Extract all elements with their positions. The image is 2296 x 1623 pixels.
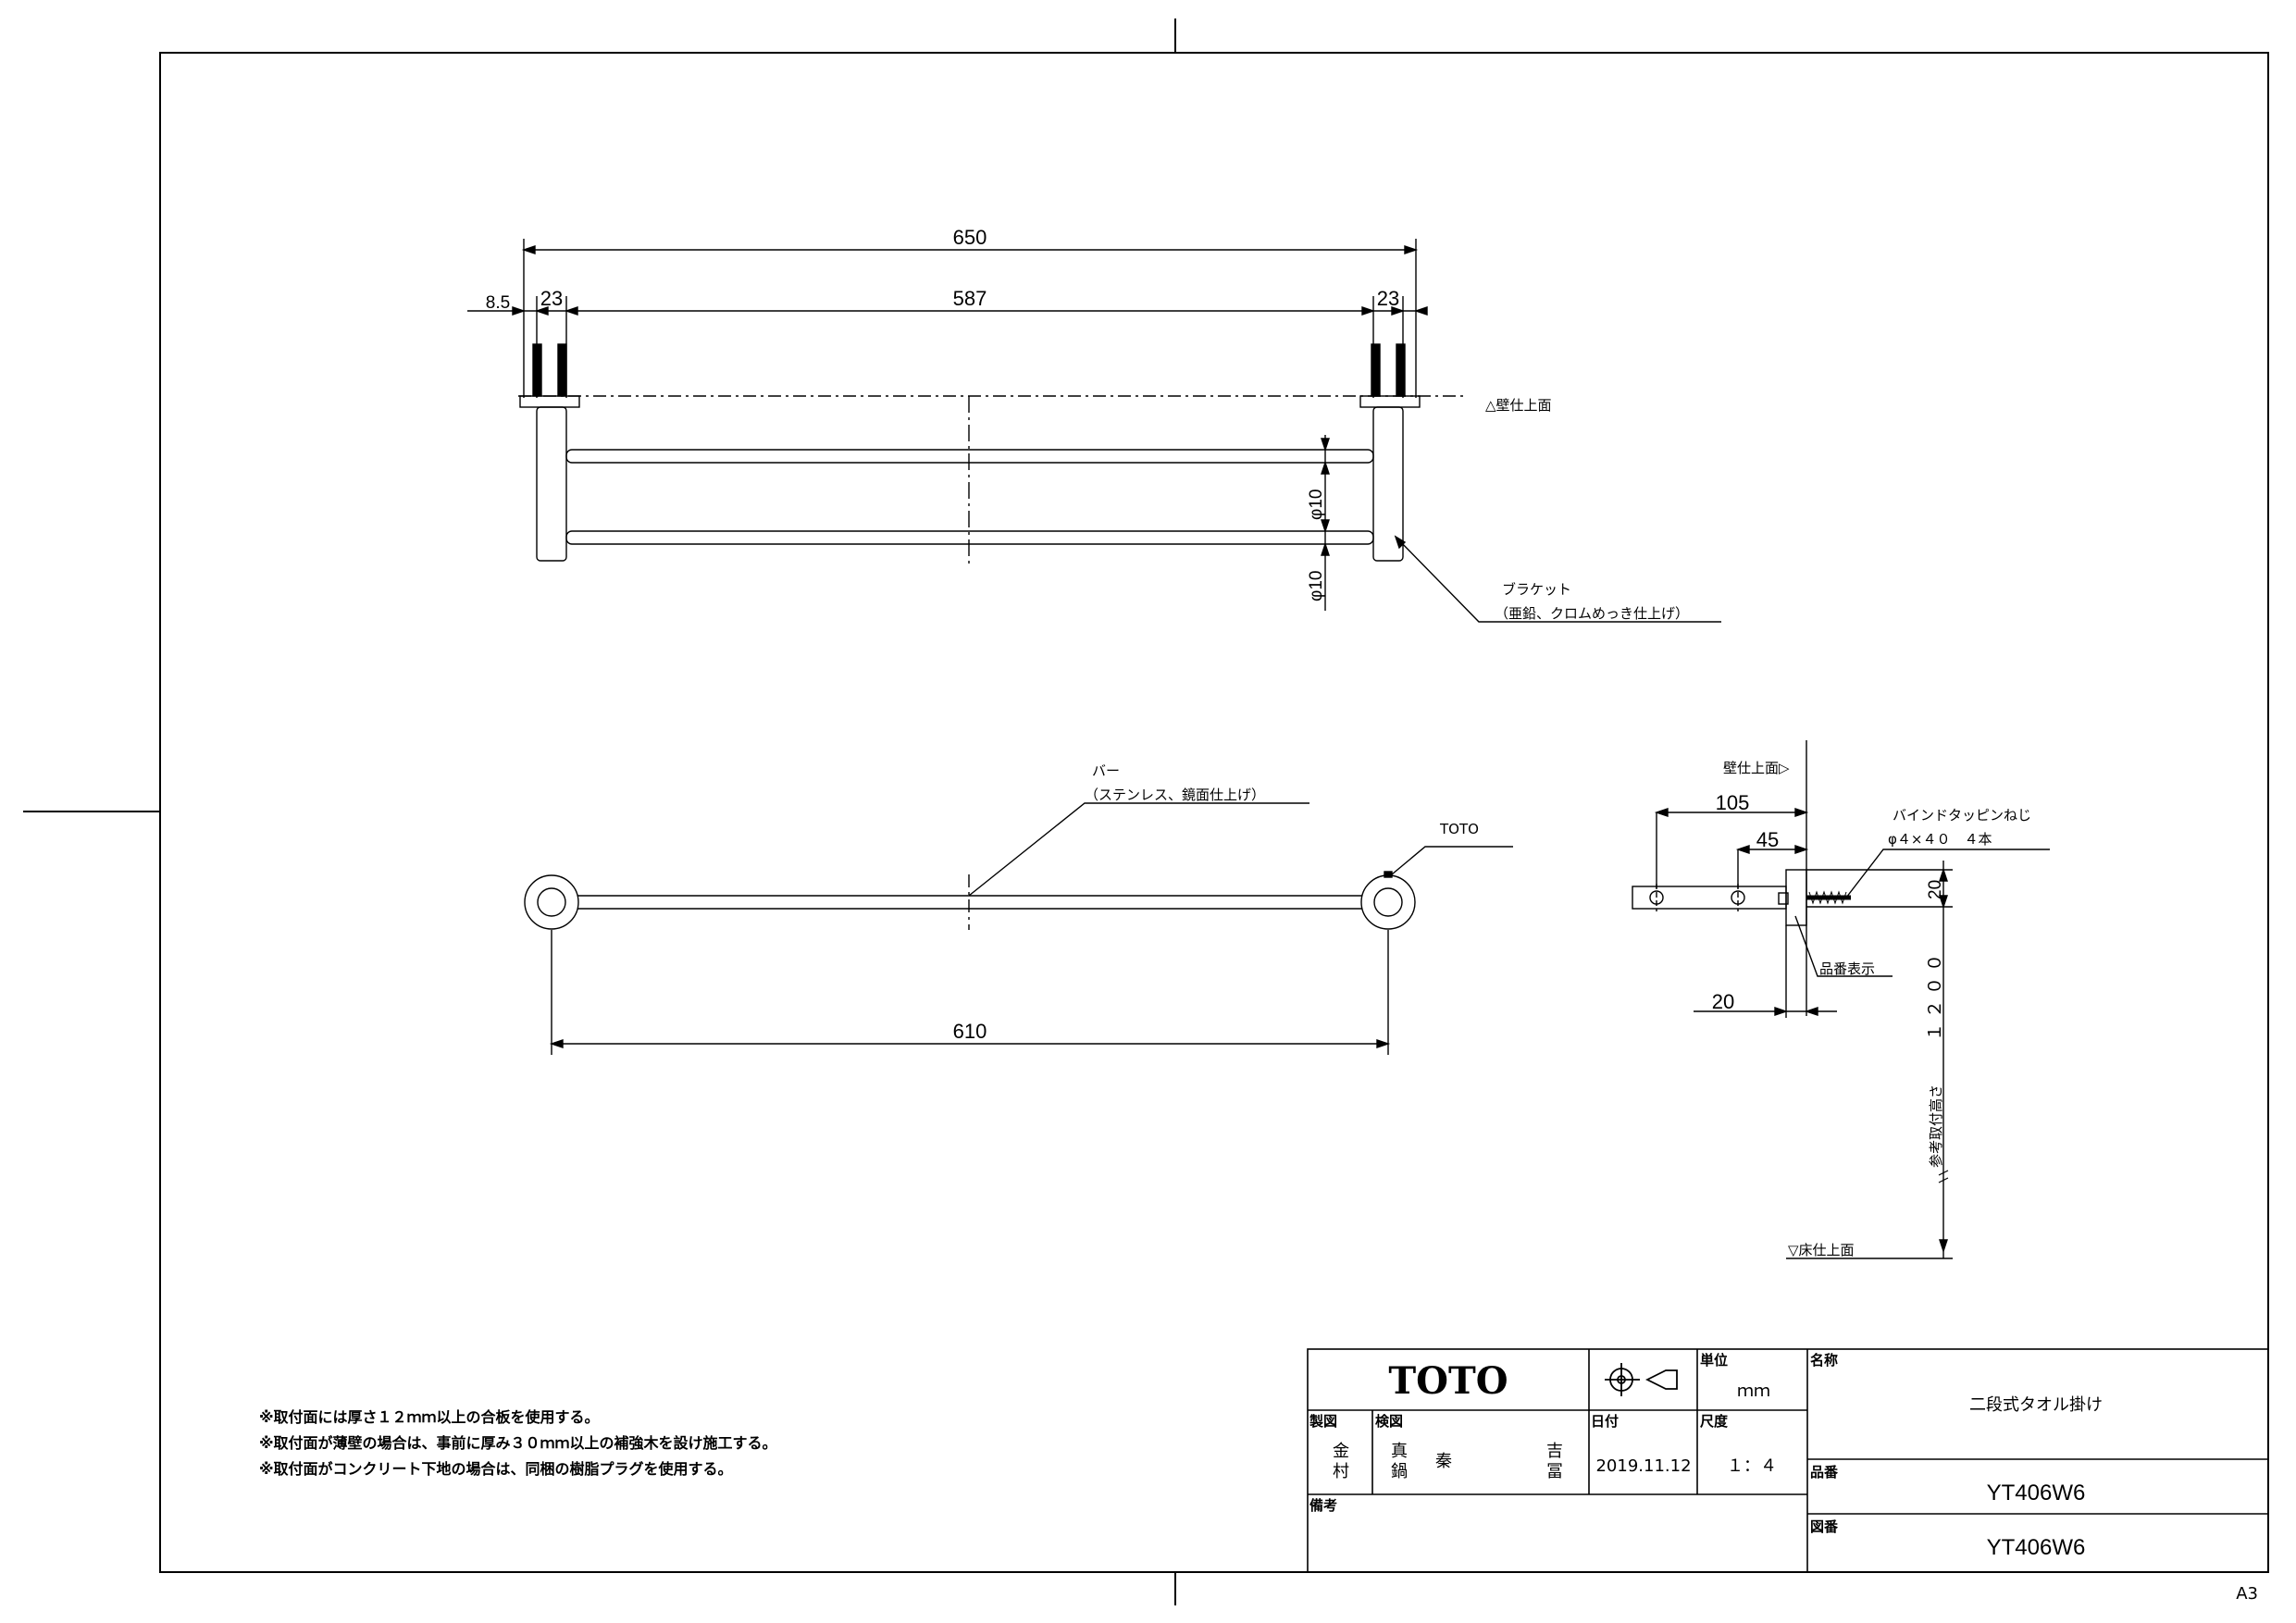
drawing-no-value: YT406W6 bbox=[1987, 1535, 2086, 1560]
dim-center-45: 45 bbox=[1756, 828, 1779, 851]
dim-width-20: 20 bbox=[1712, 990, 1734, 1013]
toto-logo: TOTO bbox=[1388, 1359, 1508, 1403]
note-2: ※取付面が薄壁の場合は、事前に厚み３０ｍｍ以上の補強木を設け施工する。 bbox=[259, 1434, 777, 1452]
screw-spec: φ４×４０ ４本 bbox=[1888, 831, 1992, 848]
mount-height-value: １２００ bbox=[1926, 948, 1945, 1041]
drawing-no-label: 図番 bbox=[1810, 1518, 1839, 1535]
screw-label: バインドタッピンねじ bbox=[1893, 807, 2031, 824]
dim-edge: 8.5 bbox=[486, 293, 510, 313]
part-number-label: 品番表示 bbox=[1819, 960, 1875, 977]
mount-height-label: 参考取付高さ bbox=[1928, 1084, 1944, 1168]
dim-post-left: 23 bbox=[540, 287, 563, 310]
checked-by-3a: 吉 bbox=[1546, 1442, 1563, 1461]
dim-center-610: 610 bbox=[953, 1020, 987, 1043]
dim-bar-lower: φ10 bbox=[1307, 571, 1326, 601]
name-value: 二段式タオル掛け bbox=[1969, 1395, 2103, 1415]
bar-label: バー bbox=[1092, 762, 1120, 779]
dim-inner: 587 bbox=[953, 287, 987, 310]
checked-by-3b: 冨 bbox=[1546, 1462, 1563, 1481]
brand-mark-label: TOTO bbox=[1439, 821, 1479, 837]
part-value: YT406W6 bbox=[1987, 1481, 2086, 1505]
note-1: ※取付面には厚さ１２ｍｍ以上の合板を使用する。 bbox=[259, 1408, 600, 1426]
drawn-by-2: 村 bbox=[1333, 1462, 1349, 1481]
projection-symbol-icon bbox=[1605, 1363, 1678, 1396]
part-label: 品番 bbox=[1810, 1464, 1839, 1481]
drawn-label: 製図 bbox=[1309, 1413, 1337, 1430]
checked-label: 検図 bbox=[1375, 1413, 1403, 1430]
name-label: 名称 bbox=[1810, 1352, 1838, 1369]
checked-by-1b: 鍋 bbox=[1391, 1462, 1408, 1481]
remarks-label: 備考 bbox=[1309, 1497, 1337, 1514]
wall-finish-label: △壁仕上面 bbox=[1485, 397, 1552, 414]
title-block bbox=[1307, 1348, 2269, 1573]
bar-material: （ステンレス、鏡面仕上げ） bbox=[1085, 787, 1265, 803]
date-label: 日付 bbox=[1591, 1413, 1619, 1430]
front-view bbox=[524, 802, 1513, 1055]
dim-post-right: 23 bbox=[1377, 287, 1399, 310]
bracket-label: ブラケット bbox=[1502, 581, 1571, 598]
date-value: 2019.11.12 bbox=[1595, 1456, 1691, 1476]
dim-depth-105: 105 bbox=[1716, 791, 1750, 814]
dim-height-20: 20 bbox=[1926, 880, 1945, 899]
drawn-by-1: 金 bbox=[1333, 1442, 1349, 1461]
note-3: ※取付面がコンクリート下地の場合は、同梱の樹脂プラグを使用する。 bbox=[259, 1460, 733, 1478]
checked-by-1a: 真 bbox=[1391, 1442, 1408, 1461]
checked-by-2: 秦 bbox=[1435, 1452, 1452, 1471]
bracket-material: （亜鉛、クロムめっき仕上げ） bbox=[1495, 605, 1689, 622]
dim-overall: 650 bbox=[953, 226, 987, 249]
top-view bbox=[467, 239, 1721, 623]
scale-value: １：４ bbox=[1727, 1456, 1777, 1476]
side-wall-label: 壁仕上面▷ bbox=[1723, 760, 1790, 776]
side-view bbox=[1632, 740, 2050, 1259]
sheet-size: A3 bbox=[2236, 1584, 2258, 1604]
unit-value: ｍｍ bbox=[1737, 1381, 1770, 1401]
scale-label: 尺度 bbox=[1700, 1413, 1729, 1430]
unit-label: 単位 bbox=[1700, 1352, 1728, 1369]
dim-bar-upper: φ10 bbox=[1307, 489, 1326, 520]
floor-finish-label: ▽床仕上面 bbox=[1788, 1242, 1855, 1258]
